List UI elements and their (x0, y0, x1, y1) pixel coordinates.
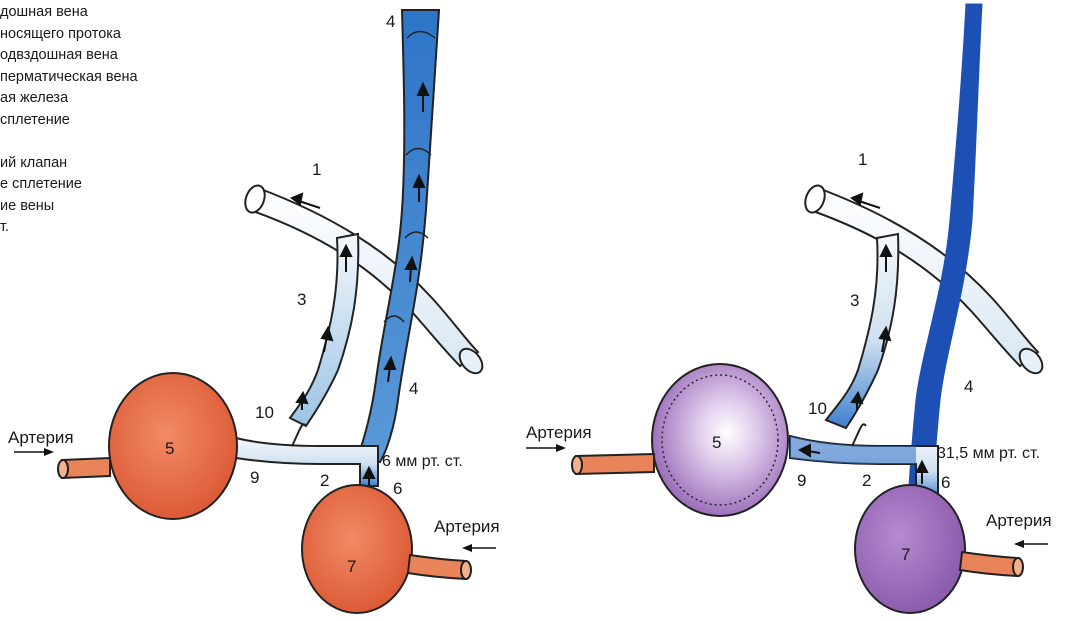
artery-label-left-b: Артерия (434, 517, 500, 536)
left-panel: 1 4 3 4 10 5 9 2 6 7 6 мм рт. ст. Артери… (8, 10, 500, 613)
legend-item: сплетение (0, 112, 70, 129)
label-3-right: 3 (850, 291, 859, 310)
label-2-right: 2 (862, 471, 871, 490)
label-10-left: 10 (255, 403, 274, 422)
iliac-vein-left (242, 183, 487, 378)
label-4-right: 4 (964, 377, 973, 396)
label-1-right: 1 (858, 150, 867, 169)
label-3-left: 3 (297, 290, 306, 309)
testis-7-left (302, 485, 412, 613)
legend-item: перматическая вена (0, 69, 138, 86)
label-6-left: 6 (393, 479, 402, 498)
artery-left-a (14, 448, 110, 478)
label-1-left: 1 (312, 160, 321, 179)
right-panel: 1 3 4 10 5 9 2 6 7 31,5 мм рт. ст. Артер… (526, 4, 1052, 613)
label-5-right: 5 (712, 433, 721, 452)
legend-item: дошная вена (0, 4, 88, 21)
pressure-label-left: 6 мм рт. ст. (382, 453, 463, 470)
legend-item: ий клапан (0, 155, 67, 172)
artery-label-right-a: Артерия (526, 423, 592, 442)
label-7-right: 7 (901, 545, 910, 564)
artery-label-right-b: Артерия (986, 511, 1052, 530)
legend-item: носящего протока (0, 26, 121, 43)
label-5-left: 5 (165, 439, 174, 458)
artery-right-a (526, 444, 654, 474)
pressure-label-right: 31,5 мм рт. ст. (937, 445, 1040, 462)
artery-label-left-a: Артерия (8, 428, 74, 447)
artery-left-b (408, 544, 496, 579)
label-6-right: 6 (941, 473, 950, 492)
label-4-left: 4 (409, 379, 418, 398)
label-9-left: 9 (250, 468, 259, 487)
legend-item: т. (0, 219, 9, 236)
legend-item: одвздошная вена (0, 47, 118, 64)
artery-right-b (960, 540, 1048, 576)
label-7-left: 7 (347, 557, 356, 576)
legend-item: ие вены (0, 198, 54, 215)
label-9-right: 9 (797, 471, 806, 490)
label-4-top-left: 4 (386, 12, 395, 31)
legend-item: е сплетение (0, 176, 82, 193)
label-2-left: 2 (320, 471, 329, 490)
label-10-right: 10 (808, 399, 827, 418)
legend-item: ая железа (0, 90, 68, 107)
iliac-vein-right (802, 183, 1047, 378)
